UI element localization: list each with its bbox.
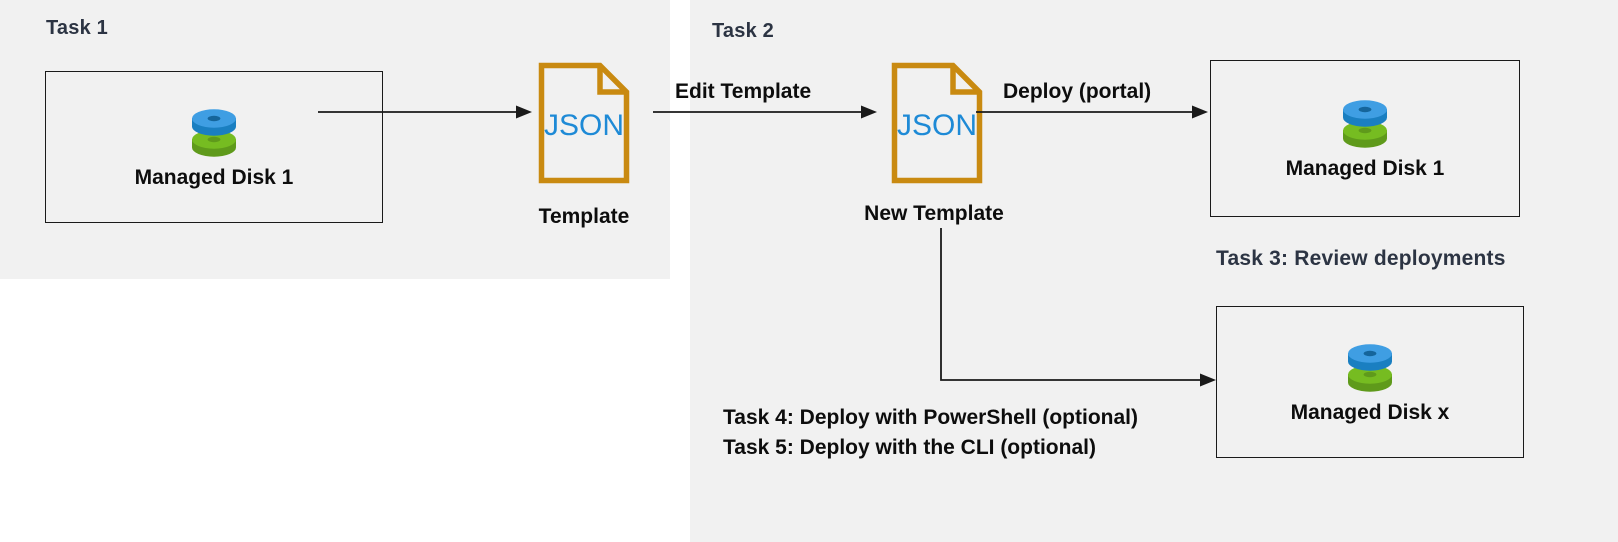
optional-task-line: Task 5: Deploy with the CLI (optional): [723, 435, 1096, 459]
managed-disk-x-content: Managed Disk x: [1217, 307, 1523, 457]
json-template-file-icon: JSON: [538, 62, 630, 189]
optional-tasks-block: Task 4: Deploy with PowerShell (optional…: [723, 403, 1138, 463]
task3-heading: Task 3: Review deployments: [1216, 247, 1506, 270]
managed-disk-1-box-left: Managed Disk 1: [45, 71, 383, 223]
connector-disk-to-template: [318, 105, 532, 119]
task1-heading: Task 1: [46, 17, 108, 39]
edge-label-edit-template: Edit Template: [675, 80, 812, 103]
managed-disk-1-content-right: Managed Disk 1: [1211, 61, 1519, 216]
connector-template-to-new-template: [653, 105, 877, 119]
template-caption: Template: [538, 205, 630, 228]
json-label: JSON: [897, 109, 977, 142]
json-label: JSON: [544, 109, 624, 142]
managed-disk-icon: [1341, 340, 1399, 396]
optional-task-line: Task 4: Deploy with PowerShell (optional…: [723, 406, 1138, 429]
new-template-caption: New Template: [864, 202, 1004, 225]
edge-label-deploy-portal: Deploy (portal): [1003, 80, 1152, 103]
managed-disk-1-label-left: Managed Disk 1: [134, 165, 294, 189]
task2-heading: Task 2: [712, 20, 774, 42]
managed-disk-1-label-right: Managed Disk 1: [1285, 157, 1445, 180]
managed-disk-1-content-left: Managed Disk 1: [46, 72, 382, 222]
managed-disk-icon: [1336, 96, 1394, 152]
json-new-template-file-icon: JSON: [891, 62, 983, 189]
connector-new-template-to-diskx: [940, 228, 1216, 387]
managed-disk-1-box-right: Managed Disk 1: [1210, 60, 1520, 217]
managed-disk-x-label: Managed Disk x: [1290, 400, 1450, 424]
managed-disk-x-box: Managed Disk x: [1216, 306, 1524, 458]
connector-new-template-to-disk1: [976, 105, 1208, 119]
managed-disk-icon: [185, 105, 243, 161]
